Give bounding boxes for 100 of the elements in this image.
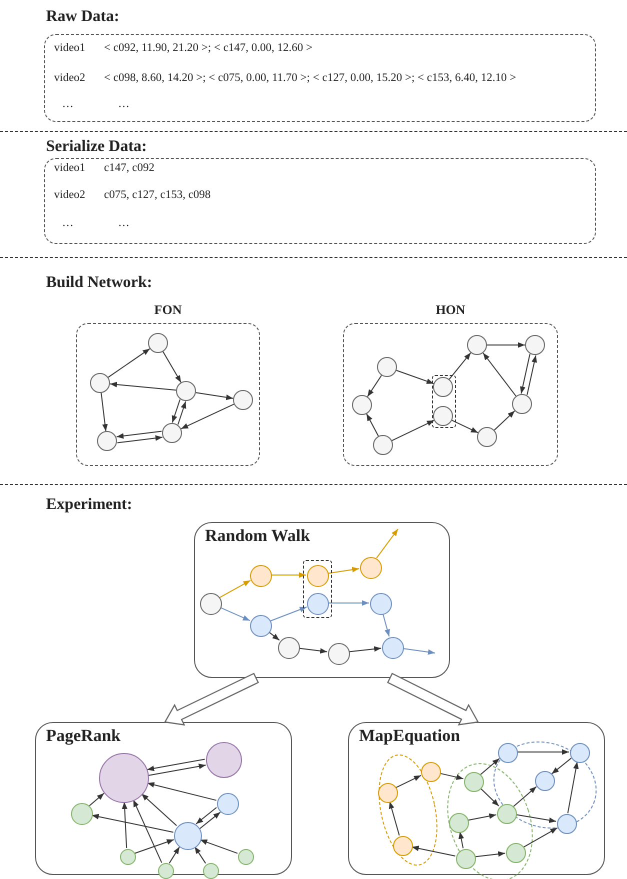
- section-heading: HON: [434, 302, 466, 318]
- data-record: < c092, 11.90, 21.20 >; < c147, 0.00, 12.60 >: [104, 42, 313, 54]
- graph-node-circle: [206, 742, 242, 778]
- data-record: < c098, 8.60, 14.20 >; < c075, 0.00, 11.70 >; < c127, 0.00, 15.20 >; < c153, 6.40, 12.10 >: [104, 72, 516, 84]
- arrow: [480, 758, 500, 775]
- arrow: [448, 352, 472, 380]
- ellipsis: …: [118, 217, 130, 229]
- arrow: [268, 631, 280, 641]
- graph-node-circle: [421, 762, 441, 782]
- arrow: [494, 410, 516, 431]
- graph-node-circle: [217, 793, 239, 815]
- arrow: [180, 404, 234, 430]
- section-heading: Build Network:: [46, 274, 152, 292]
- arrow: [467, 813, 497, 821]
- arrow: [91, 814, 174, 833]
- panel-title: PageRank: [46, 726, 121, 746]
- row-label: video1: [54, 162, 86, 174]
- arrow: [270, 606, 308, 622]
- graph-node-circle: [377, 357, 397, 377]
- arrow: [396, 774, 422, 788]
- arrow: [195, 392, 234, 400]
- arrow: [148, 764, 206, 776]
- graph-node-circle: [174, 822, 202, 850]
- section-heading: Serialize Data:: [46, 138, 147, 156]
- graph-node-circle: [352, 395, 372, 415]
- arrow: [146, 758, 206, 772]
- graph-node-circle: [525, 335, 545, 355]
- arrow: [298, 648, 328, 654]
- graph-node-circle: [360, 557, 382, 579]
- graph-node-circle: [233, 390, 253, 410]
- arrow: [516, 749, 570, 755]
- graph-node-circle: [373, 435, 393, 455]
- graph-node-circle: [238, 849, 254, 865]
- section-heading: Raw Data:: [46, 8, 120, 26]
- arrow: [366, 413, 379, 437]
- arrow: [196, 807, 217, 824]
- data-record: c075, c127, c153, c098: [104, 189, 211, 201]
- graph-node-circle: [497, 804, 517, 824]
- graph-node-circle: [393, 836, 413, 856]
- data-record: c147, c092: [104, 162, 154, 174]
- arrow: [110, 382, 176, 391]
- arrow: [199, 812, 221, 830]
- section-heading: FON: [153, 302, 183, 318]
- arrow: [515, 814, 557, 823]
- arrow: [411, 846, 456, 856]
- arrow: [327, 566, 360, 574]
- arrow: [388, 801, 400, 836]
- arrow: [116, 435, 163, 444]
- graph-node-circle: [307, 593, 329, 615]
- panel: [348, 722, 605, 875]
- graph-node-circle: [378, 783, 398, 803]
- arrow: [134, 839, 174, 854]
- arrow: [108, 348, 150, 378]
- arrow: [219, 580, 251, 598]
- graph-node-circle: [90, 373, 110, 393]
- panel: [194, 522, 450, 678]
- graph-node-circle: [97, 431, 117, 451]
- graph-node-circle: [307, 565, 329, 587]
- arrow: [146, 782, 217, 801]
- graph-node-circle: [506, 843, 526, 863]
- arrow: [376, 528, 398, 559]
- arrow: [141, 793, 178, 826]
- panel-title: MapEquation: [359, 726, 460, 746]
- arrow: [452, 420, 478, 434]
- section-heading: Experiment:: [46, 496, 132, 514]
- graph-node-circle: [382, 637, 404, 659]
- arrow: [482, 352, 516, 396]
- graph-node-circle: [557, 814, 577, 834]
- graph-node-circle: [512, 394, 532, 414]
- graph-node-circle: [498, 743, 518, 763]
- block-arrow: [164, 672, 259, 726]
- arrow: [551, 758, 572, 774]
- arrow: [520, 354, 530, 394]
- ellipsis: …: [118, 98, 130, 110]
- graph-node-circle: [370, 593, 392, 615]
- graph-node-circle: [99, 753, 149, 803]
- arrow: [523, 827, 558, 848]
- block-arrow: [387, 672, 479, 726]
- arrow: [200, 839, 238, 854]
- arrow: [88, 792, 104, 806]
- row-label: video2: [54, 189, 86, 201]
- graph-node-circle: [328, 643, 350, 665]
- arrow: [348, 646, 382, 652]
- arrow: [220, 606, 250, 622]
- graph-node-circle: [535, 771, 555, 791]
- arrow: [116, 430, 162, 439]
- arrow: [513, 786, 537, 807]
- graph-node-circle: [158, 863, 174, 879]
- graph-node-circle: [250, 565, 272, 587]
- arrow: [396, 370, 434, 384]
- graph-node-circle: [570, 743, 590, 763]
- arrow: [100, 392, 108, 432]
- arrow: [458, 831, 464, 849]
- graph-node-circle: [433, 406, 453, 426]
- graph-node-circle: [456, 849, 476, 869]
- arrow: [168, 846, 180, 864]
- ellipsis: …: [62, 217, 74, 229]
- arrow: [162, 351, 182, 383]
- arrow: [382, 613, 390, 637]
- graph-node-circle: [464, 772, 484, 792]
